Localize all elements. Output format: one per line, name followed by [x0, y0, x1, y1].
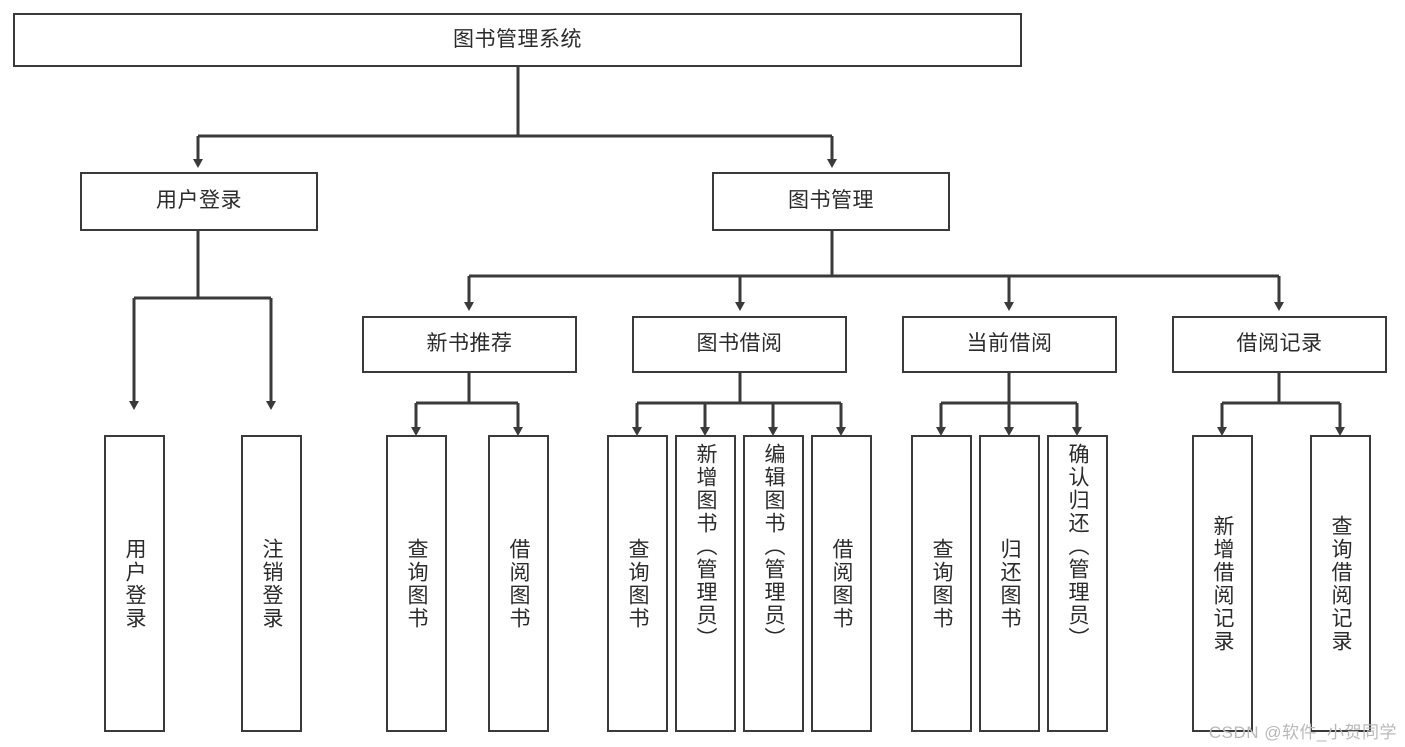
leaf-logout[interactable]: 注销登录	[241, 435, 302, 732]
leaf-query-book-borrow[interactable]: 查询图书	[607, 435, 668, 732]
node-label: 借阅图书	[830, 537, 853, 630]
leaf-user-login[interactable]: 用户登录	[104, 435, 165, 732]
node-label: 新增图书（管理员）	[694, 443, 717, 650]
leaf-query-borrow-record[interactable]: 查询借阅记录	[1310, 435, 1371, 732]
node-label: 确认归还（管理员）	[1066, 443, 1089, 650]
leaf-return-book[interactable]: 归还图书	[979, 435, 1040, 732]
node-label: 注销登录	[260, 537, 283, 630]
leaf-add-borrow-record[interactable]: 新增借阅记录	[1192, 435, 1253, 732]
node-label: 编辑图书（管理员）	[762, 443, 785, 650]
node-borrow-record[interactable]: 借阅记录	[1172, 316, 1387, 373]
leaf-confirm-return-admin[interactable]: 确认归还（管理员）	[1047, 435, 1108, 732]
node-label: 用户登录	[123, 537, 146, 630]
node-root-system[interactable]: 图书管理系统	[13, 13, 1022, 67]
node-book-management[interactable]: 图书管理	[712, 172, 950, 231]
node-label: 查询图书	[626, 537, 649, 630]
node-label: 图书管理	[788, 189, 874, 213]
node-label: 图书管理系统	[453, 27, 582, 51]
node-label: 查询图书	[405, 537, 428, 630]
node-label: 查询借阅记录	[1329, 514, 1352, 653]
node-label: 新增借阅记录	[1211, 514, 1234, 653]
node-label: 新书推荐	[426, 332, 513, 356]
node-user-login[interactable]: 用户登录	[80, 172, 318, 231]
node-book-borrow[interactable]: 图书借阅	[632, 316, 847, 373]
node-current-borrow[interactable]: 当前借阅	[902, 316, 1117, 373]
leaf-borrow-book[interactable]: 借阅图书	[811, 435, 872, 732]
leaf-edit-book-admin[interactable]: 编辑图书（管理员）	[743, 435, 804, 732]
node-label: 图书借阅	[696, 332, 783, 356]
node-label: 借阅记录	[1236, 332, 1323, 356]
node-label: 归还图书	[998, 537, 1021, 630]
node-label: 借阅图书	[507, 537, 530, 630]
node-label: 当前借阅	[966, 332, 1053, 356]
node-label: 查询图书	[930, 537, 953, 630]
leaf-borrow-book-recommend[interactable]: 借阅图书	[488, 435, 549, 732]
leaf-query-book-current[interactable]: 查询图书	[911, 435, 972, 732]
node-label: 用户登录	[156, 189, 242, 213]
leaf-query-book-recommend[interactable]: 查询图书	[386, 435, 447, 732]
leaf-add-book-admin[interactable]: 新增图书（管理员）	[675, 435, 736, 732]
node-new-book-recommend[interactable]: 新书推荐	[362, 316, 577, 373]
